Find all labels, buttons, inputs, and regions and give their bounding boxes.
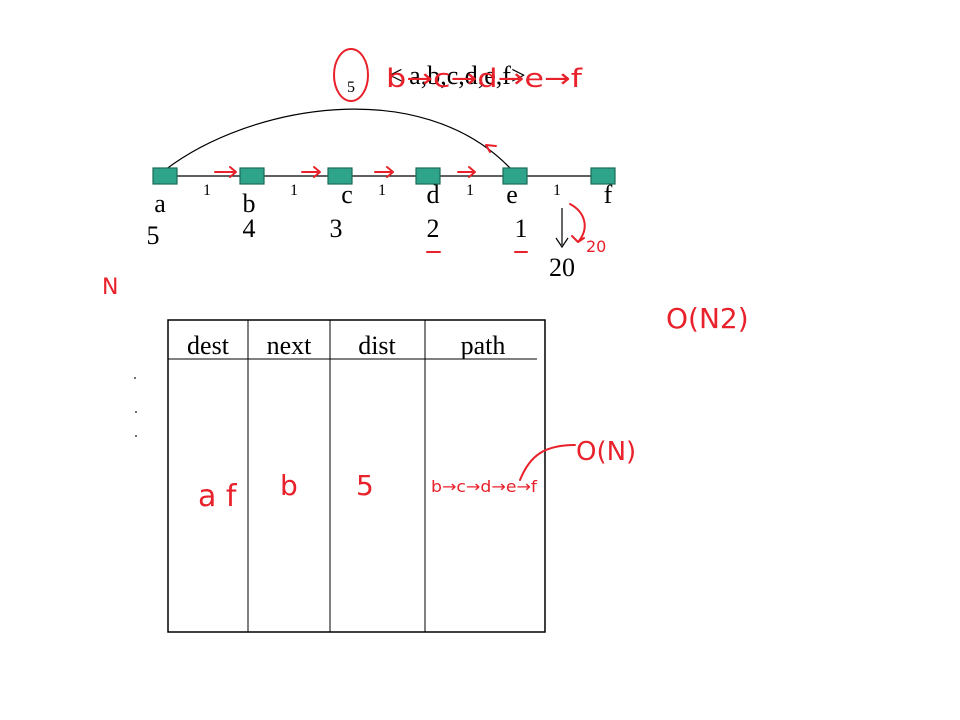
complexity-pointer: [519, 444, 576, 481]
stray-dot-3: [135, 435, 137, 437]
node-dist-d: 2: [427, 214, 440, 243]
edge-weight-2: 1: [290, 182, 298, 199]
arc-weight-circle: [333, 48, 369, 102]
node-c: [327, 167, 353, 185]
complexity-n: O(N): [576, 437, 636, 467]
edge-weight-3: 1: [378, 182, 386, 199]
node-dist-c: 3: [330, 214, 343, 243]
row-next: b: [280, 469, 298, 502]
side-curve: [569, 203, 586, 243]
complexity-n2: O(N2): [666, 302, 749, 335]
edge-weight-4: 1: [466, 182, 474, 199]
down-arrow-head: [555, 237, 569, 249]
table-frame: [167, 319, 546, 633]
node-a: [152, 167, 178, 185]
node-b: [239, 167, 265, 185]
row-dist: 5: [356, 469, 374, 502]
table-header-dist: dist: [358, 331, 396, 360]
top-path-annotation: b→c→d→e→f: [386, 64, 583, 94]
node-group: [152, 167, 616, 185]
node-dist-e: 1: [515, 214, 528, 243]
node-label-e: e: [506, 180, 518, 209]
node-label-a: a: [154, 189, 166, 218]
node-dist-b: 4: [243, 214, 256, 243]
stray-dot-2: [135, 411, 137, 413]
node-d: [415, 167, 441, 185]
n-mark: N: [102, 275, 118, 300]
edge-weight-1: 1: [203, 182, 211, 199]
table-header-row: dest next dist path: [187, 331, 505, 360]
arc-arrow-mark: [485, 144, 497, 153]
table-header-next: next: [267, 331, 313, 360]
arc-weight: 5: [347, 79, 355, 96]
edge-weight-5: 1: [553, 182, 561, 199]
sequence-label: < a,b,c,d,e,f>: [388, 61, 526, 90]
node-label-b: b: [243, 189, 256, 218]
node-label-d: d: [427, 180, 440, 209]
table-header-dest: dest: [187, 331, 230, 360]
node-f: [590, 167, 616, 185]
node-label-c: c: [341, 180, 353, 209]
edge-weight-group: 1 1 1 1 1: [203, 182, 561, 199]
node-label-f: f: [604, 180, 613, 209]
node-label-group: a 5 b4 c 3 d 2 e 1 f: [147, 180, 613, 250]
node-dist-a: 5: [147, 221, 160, 250]
row-dest: a f: [198, 479, 238, 514]
table-header-path: path: [461, 331, 506, 360]
edge-ink-arrows: [214, 166, 476, 178]
arc-a-to-e: [164, 108, 511, 171]
stray-dot-1: [134, 377, 136, 379]
side-20: 20: [586, 237, 606, 256]
row-path: b→c→d→e→f: [431, 477, 537, 496]
node-e: [502, 167, 528, 185]
down-value: 20: [549, 253, 575, 282]
